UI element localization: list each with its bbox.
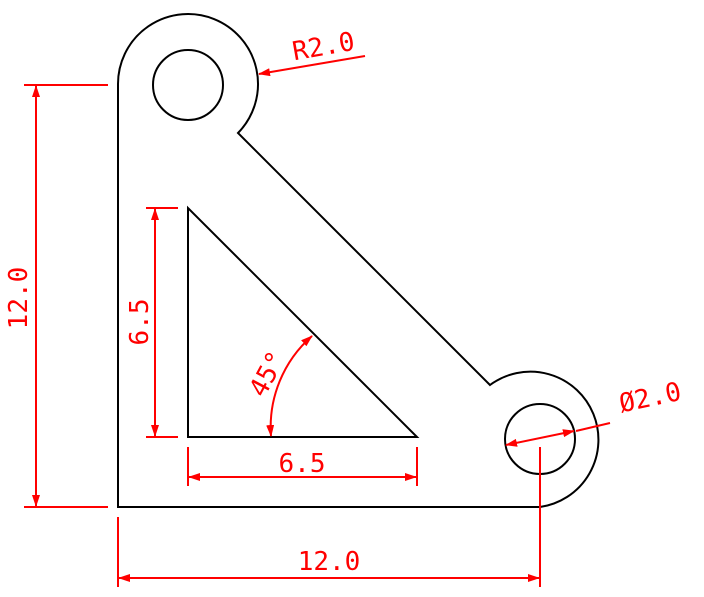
cutout-height-label: 6.5 [125,299,155,346]
angle-label: 45° [244,346,293,402]
diameter-dimension-line [505,429,575,447]
width-label: 12.0 [298,547,361,577]
angle-arc [266,335,313,437]
top-hole [152,49,224,121]
height-label: 12.0 [4,267,34,330]
bracket-outline [116,13,600,508]
cutout-width-label: 6.5 [279,449,326,479]
radius-label: R2.0 [290,27,357,67]
diameter-leader [575,422,611,432]
radius-leader [258,55,366,77]
diameter-label: Ø2.0 [617,377,684,419]
triangular-cutout [187,205,420,438]
